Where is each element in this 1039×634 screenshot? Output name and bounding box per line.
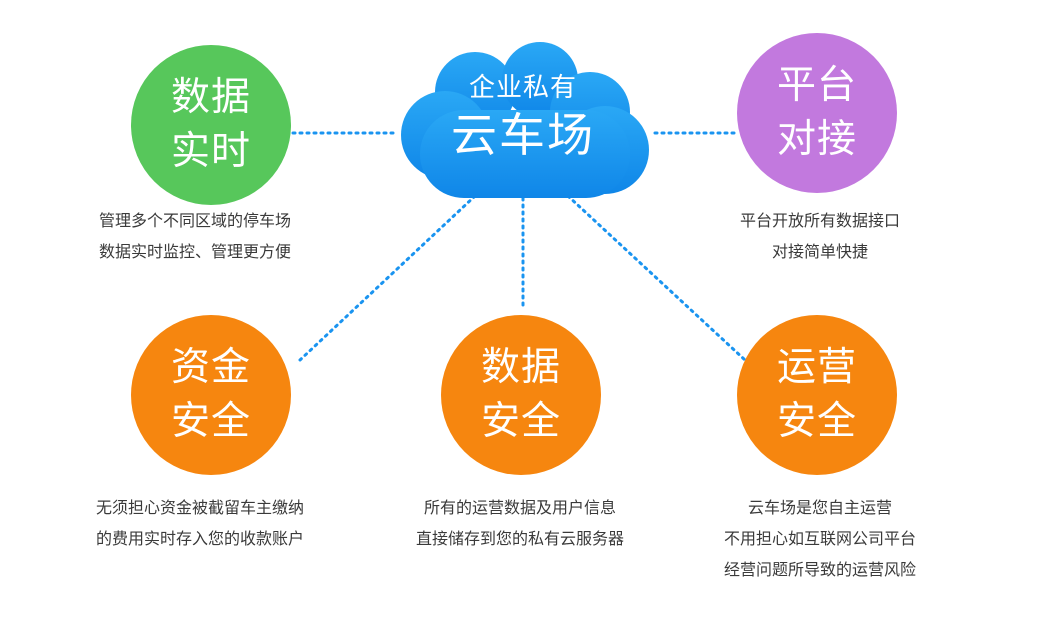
node-label-line2: 安全	[170, 399, 251, 444]
center-cloud-label: 企业私有 云车场	[390, 70, 656, 164]
node-operation-security: 运营 安全	[737, 315, 897, 475]
desc-line: 不用担心如互联网公司平台	[723, 529, 916, 548]
connector-operation-security	[566, 194, 747, 362]
connector-fund-security	[298, 194, 477, 362]
desc-line: 平台开放所有数据接口	[739, 211, 900, 230]
desc-line: 对接简单快捷	[771, 242, 868, 261]
node-label-line1: 运营	[776, 345, 857, 390]
node-data-realtime: 数据 实时	[131, 45, 291, 205]
desc-line: 的费用实时存入您的收款账户	[96, 529, 305, 548]
node-label-line1: 资金	[170, 345, 251, 390]
desc-line: 所有的运营数据及用户信息	[423, 498, 616, 517]
node-platform-docking: 平台 对接	[737, 33, 897, 193]
node-label-line2: 安全	[776, 399, 857, 444]
desc-data-security: 所有的运营数据及用户信息 直接储存到您的私有云服务器	[380, 492, 660, 554]
desc-line: 数据实时监控、管理更方便	[99, 242, 292, 261]
node-label-line2: 对接	[776, 117, 857, 162]
desc-fund-security: 无须担心资金被截留车主缴纳 的费用实时存入您的收款账户	[96, 492, 304, 554]
node-label-line2: 实时	[170, 129, 251, 174]
node-label-line1: 平台	[776, 63, 857, 108]
center-title-small: 企业私有	[468, 73, 577, 103]
node-label-line1: 数据	[480, 345, 561, 390]
desc-data-realtime: 管理多个不同区域的停车场 数据实时监控、管理更方便	[99, 205, 291, 267]
center-title-big: 云车场	[451, 108, 595, 162]
node-label-line2: 安全	[480, 399, 561, 444]
desc-line: 云车场是您自主运营	[747, 498, 892, 517]
cloud-shape	[401, 42, 649, 198]
desc-operation-security: 云车场是您自主运营 不用担心如互联网公司平台 经营问题所导致的运营风险	[700, 492, 940, 585]
desc-platform-docking: 平台开放所有数据接口 对接简单快捷	[700, 205, 940, 267]
node-data-security: 数据 安全	[441, 315, 601, 475]
desc-line: 管理多个不同区域的停车场	[99, 211, 292, 230]
node-label-line1: 数据	[170, 75, 251, 120]
node-fund-security: 资金 安全	[131, 315, 291, 475]
desc-line: 无须担心资金被截留车主缴纳	[96, 498, 305, 517]
desc-line: 经营问题所导致的运营风险	[723, 560, 916, 579]
desc-line: 直接储存到您的私有云服务器	[415, 529, 624, 548]
